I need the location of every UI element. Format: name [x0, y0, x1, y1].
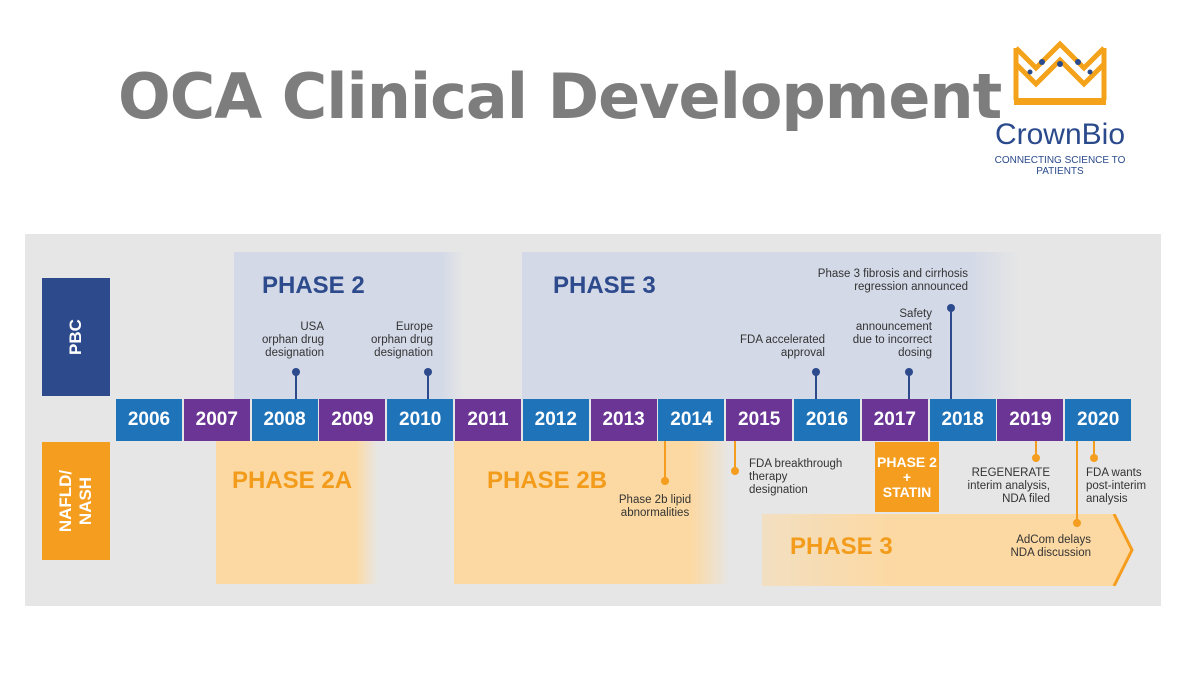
nash-phase2b-label: PHASE 2B	[487, 467, 608, 494]
regenerate-marker	[1032, 454, 1040, 462]
year-2013: 2013	[590, 399, 657, 441]
usa-orphan-note: USA orphan drug designation	[261, 321, 324, 359]
fda-wants-marker	[1090, 454, 1098, 462]
logo-tagline: CONNECTING SCIENCE TO PATIENTS	[994, 155, 1126, 177]
year-2015: 2015	[726, 399, 793, 441]
nash-phase2-statin-box: PHASE 2 + STATIN	[875, 442, 939, 512]
europe-orphan-stem	[427, 372, 429, 399]
europe-orphan-note: Europe orphan drug designation	[370, 321, 433, 359]
year-2007: 2007	[183, 399, 250, 441]
regenerate-note: REGENERATE interim analysis, NDA filed	[967, 467, 1050, 505]
fibrosis-note: Phase 3 fibrosis and cirrhosis regressio…	[817, 268, 968, 293]
year-2011: 2011	[455, 399, 521, 441]
regenerate-stem	[1035, 441, 1037, 457]
safety-note: Safety announcement due to incorrect dos…	[852, 308, 932, 359]
year-2020: 2020	[1065, 399, 1132, 441]
fda-accelerated-marker	[812, 368, 820, 376]
year-2019: 2019	[997, 399, 1064, 441]
fda-wants-note: FDA wants post-interim analysis	[1086, 467, 1147, 505]
year-2014: 2014	[658, 399, 725, 441]
usa-orphan-stem	[295, 372, 297, 399]
breakthrough-stem	[734, 441, 736, 471]
usa-orphan-marker	[292, 368, 300, 376]
crown-icon	[1013, 40, 1107, 105]
year-2012: 2012	[522, 399, 589, 441]
year-2018: 2018	[929, 399, 996, 441]
europe-orphan-marker	[424, 368, 432, 376]
safety-marker	[905, 368, 913, 376]
year-2010: 2010	[387, 399, 454, 441]
logo-wordmark: CrownBio	[994, 118, 1126, 151]
breakthrough-note: FDA breakthrough therapy designation	[749, 458, 843, 496]
adcom-marker	[1073, 519, 1081, 527]
year-2016: 2016	[794, 399, 860, 441]
fda-accelerated-stem	[815, 372, 817, 399]
lipid-note: Phase 2b lipid abnormalities	[618, 494, 692, 519]
fibrosis-stem	[950, 308, 952, 399]
nash-phase2a-band	[216, 441, 378, 584]
year-2008: 2008	[251, 399, 318, 441]
lipid-marker	[661, 477, 669, 485]
lipid-stem	[664, 441, 666, 481]
year-2017: 2017	[861, 399, 928, 441]
pbc-phase3-band	[522, 252, 1020, 400]
adcom-stem	[1076, 441, 1078, 523]
nash-phase3-label: PHASE 3	[790, 533, 893, 560]
year-2009: 2009	[319, 399, 386, 441]
fda-wants-stem	[1093, 441, 1095, 457]
nash-indication-label: NAFLD/ NASH	[42, 442, 110, 560]
breakthrough-marker	[731, 467, 739, 475]
pbc-phase3-label: PHASE 3	[553, 272, 656, 299]
pbc-indication-label: PBC	[42, 278, 110, 396]
page-title: OCA Clinical Development	[118, 60, 1002, 133]
crownbio-logo: CrownBio CONNECTING SCIENCE TO PATIENTS	[975, 40, 1145, 177]
adcom-note: AdCom delays NDA discussion	[1010, 534, 1091, 559]
safety-stem	[908, 372, 910, 399]
fibrosis-marker	[947, 304, 955, 312]
fda-accelerated-note: FDA accelerated approval	[739, 334, 825, 359]
nash-phase2b-band	[454, 441, 730, 584]
year-2006: 2006	[116, 399, 182, 441]
pbc-phase2-label: PHASE 2	[262, 272, 365, 299]
nash-phase2a-label: PHASE 2A	[232, 467, 353, 494]
nash-phase3-arrow	[762, 514, 1134, 586]
